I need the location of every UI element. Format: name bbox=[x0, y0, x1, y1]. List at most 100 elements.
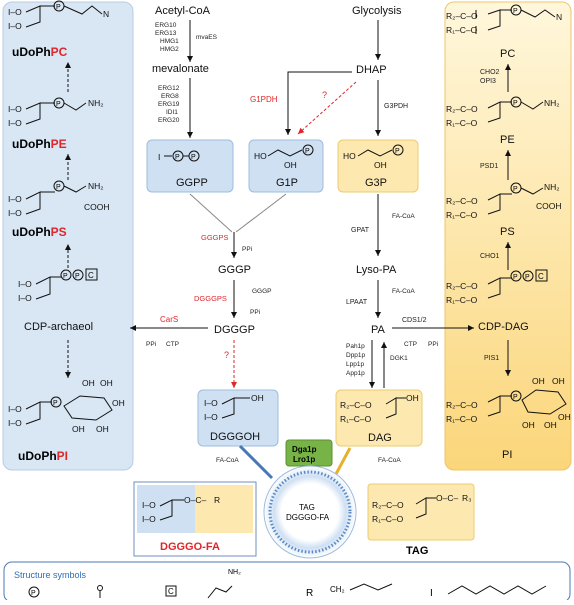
ppi-label-4: PPi bbox=[428, 341, 438, 348]
dgggofa-box-blue bbox=[137, 485, 195, 533]
arrow-dhap-to-g1p-question bbox=[297, 81, 357, 135]
udophps-p-symbol: P bbox=[56, 184, 61, 191]
dgggofa-ocr: O–C– bbox=[184, 495, 206, 505]
dag-r2: R₂–C–O bbox=[340, 400, 372, 410]
dag-label: DAG bbox=[368, 432, 392, 444]
ggpp-box bbox=[146, 139, 234, 193]
udophpe-p-symbol: P bbox=[56, 101, 61, 108]
tag-r1: R₁–C–O bbox=[372, 514, 404, 524]
dgggoh-box bbox=[197, 389, 279, 447]
svg-text:I–O: I–O bbox=[8, 21, 22, 31]
enzyme-app1p: App1p bbox=[346, 370, 365, 377]
lipid-droplet bbox=[263, 465, 357, 559]
ppi-label-2: PPi bbox=[250, 309, 260, 316]
ps-nh2: NH₂ bbox=[544, 182, 560, 192]
ps-cooh: COOH bbox=[536, 201, 562, 211]
dag-r1: R₁–C–O bbox=[340, 414, 372, 424]
cdp-c-symbol: C bbox=[88, 271, 94, 280]
udophps-cooh: COOH bbox=[84, 202, 110, 212]
pi-oh1: OH bbox=[532, 376, 545, 386]
udophpi-label: uDoPhPI bbox=[18, 449, 68, 463]
enzyme-erg12: ERG12 bbox=[158, 85, 180, 92]
gggps-label: GGGPS bbox=[201, 233, 229, 242]
svg-text:I–O: I–O bbox=[8, 118, 22, 128]
glycolysis-label: Glycolysis bbox=[352, 5, 402, 17]
udophpe-structure: I–O I–O bbox=[8, 97, 87, 128]
enzyme-mvaes: mvaES bbox=[196, 34, 218, 41]
cdpdag-r1: R₁–C–O bbox=[446, 295, 478, 305]
arrow-dhap-to-g1p bbox=[285, 71, 352, 135]
pe-label: PE bbox=[500, 134, 515, 146]
dgggofa-label: DGGGO-FA bbox=[160, 541, 220, 553]
pi-oh4: OH bbox=[544, 420, 557, 430]
ggpp-p-1: P bbox=[175, 154, 180, 161]
legend-box bbox=[3, 561, 571, 603]
ps-label: PS bbox=[500, 226, 515, 238]
svg-text:C: C bbox=[168, 587, 174, 596]
pc-n: N bbox=[556, 12, 562, 22]
dgggoh-io-1: I–O bbox=[204, 398, 218, 408]
svg-text:I–O: I–O bbox=[8, 7, 22, 17]
g1p-label: G1P bbox=[276, 177, 298, 189]
dag-structure bbox=[385, 397, 406, 419]
pi-p-symbol: P bbox=[513, 394, 518, 401]
pi-oh2: OH bbox=[552, 376, 565, 386]
svg-text:I–O: I–O bbox=[8, 418, 22, 428]
cdp-p-symbol-1: P bbox=[63, 273, 68, 280]
ps-structure bbox=[487, 182, 544, 215]
pi-r1: R₁–C–O bbox=[446, 414, 478, 424]
ctp-label-2: CTP bbox=[404, 341, 417, 348]
svg-text:I–O: I–O bbox=[8, 104, 22, 114]
g3p-label: G3P bbox=[365, 177, 387, 189]
tag-r3: R₃ bbox=[462, 493, 472, 503]
cdp-archaeol-label: CDP-archaeol bbox=[24, 321, 93, 333]
svg-text:I–O: I–O bbox=[8, 194, 22, 204]
ggpp-label: GGPP bbox=[176, 177, 208, 189]
lpaat-label: LPAAT bbox=[346, 299, 368, 306]
dgggofa-structure bbox=[159, 499, 184, 521]
lyso-pa-label: Lyso-PA bbox=[356, 264, 397, 276]
opi3-label: OPI3 bbox=[480, 78, 496, 85]
legend-isoprenoid-chain bbox=[447, 585, 547, 595]
dgggoh-oh: OH bbox=[251, 393, 264, 403]
svg-text:I–O: I–O bbox=[18, 293, 32, 303]
pc-label: PC bbox=[500, 48, 515, 60]
dga1p-label: Dga1p bbox=[292, 445, 317, 454]
psd1-label: PSD1 bbox=[480, 163, 498, 170]
cdpdag-c-symbol: C bbox=[538, 272, 544, 281]
udophps-nh2: NH₂ bbox=[88, 181, 104, 191]
ps-r1: R₁–C–O bbox=[446, 210, 478, 220]
pi-oh3: OH bbox=[558, 412, 571, 422]
enzyme-erg10: ERG10 bbox=[155, 22, 177, 29]
enzyme-erg19: ERG19 bbox=[158, 101, 180, 108]
tag-box bbox=[367, 483, 475, 541]
ggpp-structure bbox=[164, 150, 200, 162]
udophpe-nh2: NH₂ bbox=[88, 98, 104, 108]
facoa-label-2: FA-CoA bbox=[392, 288, 415, 295]
g3p-structure bbox=[357, 144, 404, 157]
pi-label: PI bbox=[502, 449, 512, 461]
cdpdag-p-symbol-2: P bbox=[525, 274, 530, 281]
ps-r2: R₂–C–O bbox=[446, 196, 478, 206]
udophpi-oh3: OH bbox=[112, 398, 125, 408]
pis1-label: PIS1 bbox=[484, 355, 499, 362]
tag-r2: R₂–C–O bbox=[372, 500, 404, 510]
legend-r-symbol: R bbox=[306, 588, 313, 599]
dgggofa-io-1: I–O bbox=[142, 500, 156, 510]
udophpi-p-symbol: P bbox=[53, 400, 58, 407]
line-g1p-to-gggp bbox=[235, 193, 287, 233]
pc-r1: R₁–C–O bbox=[446, 25, 478, 35]
udophpi-structure: I–O I–O bbox=[8, 395, 113, 428]
legend-c-symbol: C bbox=[165, 585, 177, 597]
udophpi-oh5: OH bbox=[72, 424, 85, 434]
cdpdag-structure bbox=[487, 269, 548, 299]
g1p-structure bbox=[267, 144, 314, 157]
facoa-label-1: FA-CoA bbox=[392, 213, 415, 220]
enzyme-idi1: IDI1 bbox=[166, 109, 178, 116]
ggpp-p-2: P bbox=[191, 154, 196, 161]
udophpe-label: uDoPhPE bbox=[12, 137, 67, 151]
pc-structure bbox=[475, 4, 556, 34]
g3p-oh: OH bbox=[374, 160, 387, 170]
legend-ch2-symbol: CH₂ bbox=[330, 583, 393, 594]
